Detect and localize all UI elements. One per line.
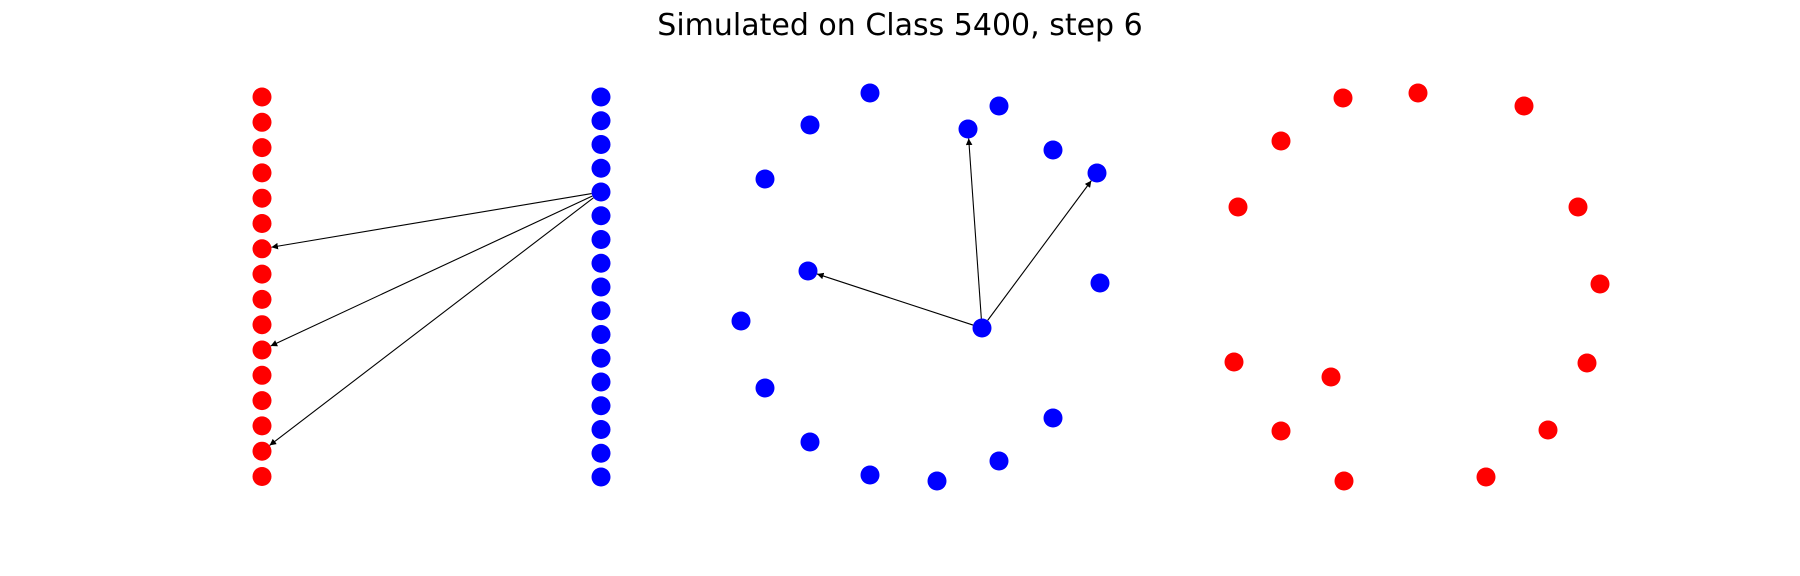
red-ring-node-12 (1228, 197, 1248, 217)
blue-ring-node-5 (1087, 163, 1107, 183)
left-blue-column-node-16 (591, 467, 611, 487)
left-red-column-node-12 (252, 391, 272, 411)
left-red-column-node-11 (252, 365, 272, 385)
blue-ring-node-10 (927, 471, 947, 491)
blue-ring-node-8 (989, 451, 1009, 471)
blue-ring-node-2 (958, 119, 978, 139)
red-ring-node-8 (1334, 471, 1354, 491)
left-blue-column-node-8 (591, 277, 611, 297)
blue-ring-node-4 (755, 169, 775, 189)
left-blue-column-node-2 (591, 135, 611, 154)
figure-title: Simulated on Class 5400, step 6 (657, 8, 1143, 43)
left-blue-column-node-0 (591, 87, 611, 107)
left-blue-column-node-12 (591, 372, 611, 392)
blue-ring-node-7 (1043, 408, 1063, 428)
red-ring-node-13 (1271, 131, 1291, 151)
edge-4 (965, 138, 982, 319)
edge-5 (987, 180, 1092, 321)
left-blue-column-node-9 (591, 301, 611, 321)
red-ring-node-7 (1476, 467, 1496, 487)
left-blue-column-node-5 (591, 206, 611, 226)
left-blue-column-node-15 (591, 443, 611, 463)
blue-ring-node-11 (972, 318, 992, 338)
edge-2 (269, 197, 594, 446)
blue-ring-node-0 (860, 83, 880, 103)
blue-ring-node-1 (989, 96, 1009, 116)
left-red-column-node-5 (252, 214, 272, 233)
left-red-column-node-0 (252, 87, 272, 107)
left-red-column-node-6 (252, 239, 272, 259)
left-blue-column-node-6 (591, 230, 611, 249)
red-ring-node-9 (1271, 421, 1291, 441)
left-red-column-node-7 (252, 264, 272, 284)
left-red-column-node-14 (252, 441, 272, 461)
left-red-column-node-4 (252, 188, 272, 208)
blue-ring-node-14 (800, 432, 820, 452)
red-ring-node-3 (1568, 197, 1588, 217)
left-blue-column-node-13 (591, 396, 611, 416)
left-red-column-node-2 (252, 138, 272, 158)
left-blue-column-node-11 (591, 348, 611, 368)
blue-ring-node-3 (1043, 140, 1063, 160)
left-red-column-node-1 (252, 112, 272, 132)
left-blue-column-node-1 (591, 111, 611, 131)
left-blue-column-node-7 (591, 253, 611, 273)
red-ring-node-0 (1333, 88, 1353, 108)
red-ring-node-10 (1224, 352, 1244, 372)
left-blue-column-node-3 (591, 158, 611, 178)
red-ring-node-6 (1538, 420, 1558, 440)
left-blue-column-node-10 (591, 325, 611, 344)
blue-ring-node-12 (731, 311, 751, 331)
left-blue-column-node-14 (591, 420, 611, 439)
left-red-column-node-15 (252, 467, 272, 486)
left-red-column-node-9 (252, 315, 272, 335)
nodes-layer (252, 83, 1610, 491)
blue-ring-node-13 (755, 378, 775, 398)
red-ring-node-5 (1577, 353, 1597, 373)
left-red-column-node-3 (252, 163, 272, 183)
edges-layer (269, 138, 1092, 446)
red-ring-node-11 (1321, 367, 1341, 387)
red-ring-node-1 (1408, 83, 1428, 103)
blue-ring-node-6 (1090, 273, 1110, 293)
red-ring-node-4 (1590, 274, 1610, 294)
red-ring-node-2 (1514, 96, 1534, 116)
left-red-column-node-13 (252, 416, 272, 436)
left-red-column-node-8 (252, 289, 272, 309)
edge-3 (816, 272, 974, 326)
blue-ring-node-9 (798, 261, 818, 281)
left-red-column-node-10 (252, 340, 272, 360)
edge-1 (270, 195, 593, 347)
left-blue-column-node-4 (591, 182, 611, 202)
blue-ring-node-15 (860, 465, 880, 485)
edge-0 (271, 193, 592, 250)
blue-ring-node-16 (800, 115, 820, 135)
